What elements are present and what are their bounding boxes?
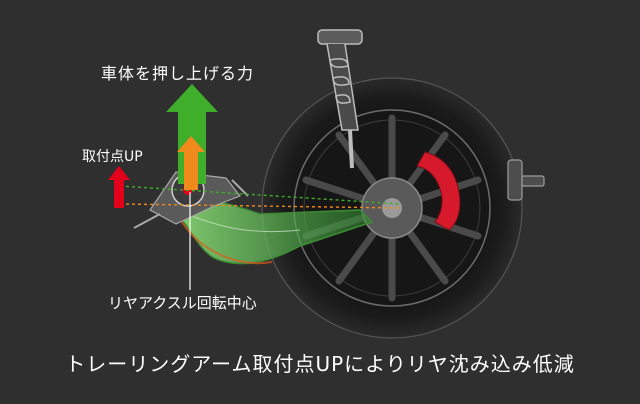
mount-up-label: 取付点UP [82, 149, 143, 165]
brake-caliper [416, 151, 461, 231]
caption: トレーリングアーム取付点UPによりリヤ沈み込み低減 [65, 352, 575, 376]
lift-force-arrow [166, 84, 218, 184]
shock-absorber [317, 29, 363, 169]
lift-force-label: 車体を押し上げる力 [101, 64, 255, 83]
arm-edge [181, 221, 273, 265]
pivot-arrow [177, 136, 205, 190]
axle-center-label: リヤアクスル回転中心 [108, 294, 257, 312]
mount-up-arrow [108, 166, 130, 208]
hub-bracket [507, 159, 545, 201]
orange-reference-line [119, 203, 401, 209]
green-reference-line [119, 185, 401, 205]
